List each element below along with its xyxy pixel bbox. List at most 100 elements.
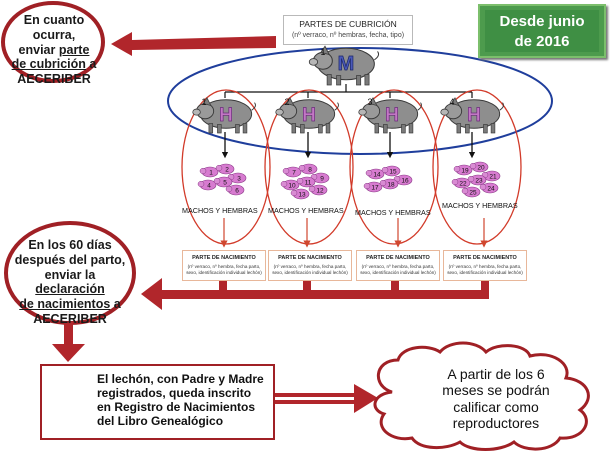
female-pig-letter: H xyxy=(219,105,233,126)
arrow-down-to-registro xyxy=(52,322,85,362)
arrow-to-cloud xyxy=(272,384,378,413)
column-ellipse-4 xyxy=(432,89,522,245)
piglet: 24 xyxy=(479,182,499,194)
piglet-number: 23 xyxy=(475,178,483,185)
piglet-number: 7 xyxy=(292,170,296,177)
mid-note-line-2: después del parto, xyxy=(14,252,126,267)
nacimiento-title-3: PARTE DE NACIMIENTO xyxy=(366,255,430,261)
mid-note-line-4b: a xyxy=(110,297,121,311)
top-left-note-circle xyxy=(1,1,105,83)
top-note-line-4b: a xyxy=(85,57,97,72)
piglet: 15 xyxy=(381,165,401,177)
top-note-line-2: ocurra, xyxy=(32,27,76,42)
top-note-line-1: En cuanto xyxy=(23,13,85,27)
registro-line-3: en Registro de Nacimientos xyxy=(97,400,256,415)
piglet-number: 9 xyxy=(320,176,324,183)
nacimiento-box-1: PARTE DE NACIMIENTO (nº verraco, nº hemb… xyxy=(182,250,266,281)
mid-note-line-3b: declaración xyxy=(35,282,105,297)
cubricion-ellipse xyxy=(167,47,553,155)
litter-label-1: MACHOS Y HEMBRAS xyxy=(182,206,258,215)
litter-label-3: MACHOS Y HEMBRAS xyxy=(355,208,431,217)
cubricion-box: PARTES DE CUBRICIÓN (nº verraco, nº hemb… xyxy=(283,15,413,45)
piglet: 16 xyxy=(393,174,413,186)
litter-label-2: MACHOS Y HEMBRAS xyxy=(268,206,344,215)
piglet: 17 xyxy=(363,181,383,193)
nacimiento-box-3: PARTE DE NACIMIENTO (nº verraco, nº hemb… xyxy=(356,250,440,281)
column-ellipse-3 xyxy=(349,89,439,245)
piglet-number: 5 xyxy=(223,180,227,187)
female-pig-letter: H xyxy=(385,105,399,126)
nacimiento-box-4: PARTE DE NACIMIENTO (nº verraco, nº hemb… xyxy=(443,250,527,281)
piglet-number: 14 xyxy=(373,172,381,179)
piglet-number: 19 xyxy=(461,168,469,175)
piglet: 23 xyxy=(467,174,487,186)
piglet-number: 10 xyxy=(288,183,296,190)
piglet-number: 25 xyxy=(469,190,477,197)
collector-arrow xyxy=(141,278,489,310)
litter-label-4: MACHOS Y HEMBRAS xyxy=(442,201,518,210)
piglet: 19 xyxy=(453,164,473,176)
piglet-number: 13 xyxy=(298,192,306,199)
middle-left-note: En los 60 días después del parto, enviar… xyxy=(12,238,128,327)
piglet: 11 xyxy=(296,176,316,188)
piglet: 8 xyxy=(298,163,318,175)
piglet: 7 xyxy=(282,166,302,178)
top-note-line-4: de cubrición xyxy=(11,57,86,72)
piglet-number: 18 xyxy=(387,182,395,189)
mid-note-line-3a: enviar la xyxy=(44,267,96,282)
registro-line-1: El lechón, con Padre y Madre xyxy=(97,372,264,386)
arrow-to-top-note xyxy=(111,32,276,56)
piglet: 4 xyxy=(197,179,217,191)
female-pig-letter: H xyxy=(302,105,316,126)
top-note-line-3b: parte xyxy=(58,42,90,57)
cubricion-subtitle: (nº verraco, nº hembras, fecha, tipo) xyxy=(291,32,405,39)
female-pig-number: 1 xyxy=(201,97,206,107)
nacimiento-body-3: (nº verraco, nº hembra, fecha parto, sex… xyxy=(360,264,436,275)
nacimiento-title-2: PARTE DE NACIMIENTO xyxy=(278,255,342,261)
cloud-line-1: A partir de los 6 xyxy=(447,366,545,382)
piglet-number: 17 xyxy=(371,185,379,192)
piglet: 10 xyxy=(280,179,300,191)
cloud-note: A partir de los 6 meses se podrán califi… xyxy=(418,366,574,432)
male-pig-number: 1 xyxy=(320,47,325,57)
nacimiento-title-4: PARTE DE NACIMIENTO xyxy=(453,255,517,261)
piglet-number: 2 xyxy=(225,167,229,174)
registro-line-2: registrados, queda inscrito xyxy=(97,386,252,401)
piglet-number: 24 xyxy=(487,186,495,193)
piglet-number: 1 xyxy=(209,170,213,177)
nacimiento-body-2: (nº verraco, nº hembra, fecha parto, sex… xyxy=(272,264,348,275)
male-pig-letter: M xyxy=(338,53,355,75)
piglet: 20 xyxy=(469,161,489,173)
nacimiento-body-4: (nº verraco, nº hembra, fecha parto, sex… xyxy=(447,264,523,275)
desde-box: Desde junio de 2016 xyxy=(478,4,606,58)
desde-line-1: Desde junio xyxy=(499,13,585,30)
female-pig-number: 3 xyxy=(367,97,372,107)
piglet: 22 xyxy=(451,177,471,189)
piglet: 1 xyxy=(199,166,219,178)
piglet-number: 15 xyxy=(389,169,397,176)
piglet: 21 xyxy=(481,170,501,182)
mid-note-line-1: En los 60 días xyxy=(28,238,112,252)
top-left-note: En cuanto ocurra, enviar parte de cubric… xyxy=(8,13,100,87)
mid-note-line-5: AECERIBER xyxy=(33,311,107,326)
registro-box: El lechón, con Padre y Madre registrados… xyxy=(40,364,275,440)
piglet-number: 12 xyxy=(316,188,324,195)
piglet-number: 20 xyxy=(477,165,485,172)
piglet-number: 11 xyxy=(305,180,312,187)
piglet: 6 xyxy=(225,184,245,196)
piglet: 25 xyxy=(461,186,481,198)
female-pig-letter: H xyxy=(467,105,481,126)
female-pig-number: 2 xyxy=(284,97,289,107)
registro-line-4: del Libro Genealógico xyxy=(97,414,224,429)
piglet-number: 6 xyxy=(235,188,239,195)
piglet: 9 xyxy=(310,172,330,184)
piglet: 3 xyxy=(227,172,247,184)
piglet-number: 16 xyxy=(401,178,409,185)
piglet: 12 xyxy=(308,184,328,196)
registro-text: El lechón, con Padre y Madre registrados… xyxy=(97,372,273,429)
cloud-line-2: meses se podrán xyxy=(442,382,550,399)
top-note-line-3a: enviar xyxy=(18,42,59,57)
cloud-shape xyxy=(373,341,590,451)
piglet-number: 21 xyxy=(489,174,497,181)
nacimiento-box-2: PARTE DE NACIMIENTO (nº verraco, nº hemb… xyxy=(268,250,352,281)
